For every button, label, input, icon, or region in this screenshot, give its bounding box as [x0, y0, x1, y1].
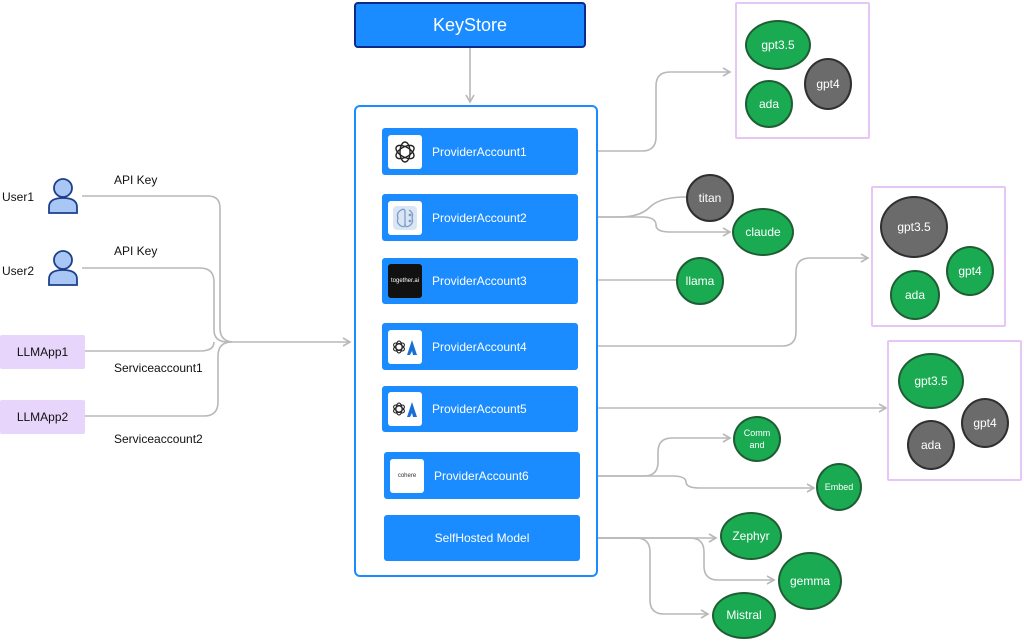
model-node-ada[interactable]: ada [907, 420, 955, 470]
provider-account-5[interactable]: ProviderAccount5 [382, 386, 578, 432]
model-node-mistral[interactable]: Mistral [712, 592, 776, 639]
openai-icon [388, 134, 422, 169]
model-node-gpt35[interactable]: gpt3.5 [745, 20, 811, 70]
user2-label: User2 [2, 264, 35, 278]
api-key-label: API Key [114, 173, 158, 187]
model-node-command[interactable]: Comm and [733, 416, 781, 462]
azure-openai-icon [388, 329, 422, 364]
api-key-label: API Key [114, 244, 158, 258]
model-node-gpt35[interactable]: gpt3.5 [898, 353, 964, 409]
provider-account-label: ProviderAccount1 [432, 144, 527, 159]
selfhosted-model[interactable]: SelfHosted Model [384, 515, 580, 561]
provider-account-2[interactable]: ProviderAccount2 [382, 194, 578, 241]
user-icon [48, 178, 78, 214]
model-node-zephyr[interactable]: Zephyr [720, 512, 782, 560]
provider-account-6[interactable]: cohere ProviderAccount6 [384, 452, 580, 499]
user-icon [48, 250, 78, 286]
together-ai-icon: together.ai [388, 264, 422, 298]
model-node-claude[interactable]: claude [732, 208, 794, 256]
provider-account-label: ProviderAccount3 [432, 274, 527, 288]
provider-account-label: ProviderAccount2 [432, 210, 527, 225]
provider-account-4[interactable]: ProviderAccount4 [382, 323, 578, 370]
serviceaccount1-label: Serviceaccount1 [114, 361, 203, 375]
llmapp1-label: LLMApp1 [16, 345, 69, 359]
model-node-embed[interactable]: Embed [816, 463, 862, 511]
llmapp2-label: LLMApp2 [16, 410, 69, 424]
keystore-box[interactable]: KeyStore [354, 2, 586, 48]
provider-account-label: ProviderAccount5 [432, 402, 527, 416]
provider-account-3[interactable]: together.ai ProviderAccount3 [382, 258, 578, 304]
cohere-icon: cohere [390, 458, 424, 493]
llmapp2-box[interactable]: LLMApp2 [0, 400, 85, 434]
provider-account-label: ProviderAccount6 [434, 468, 529, 483]
selfhosted-label: SelfHosted Model [434, 531, 530, 545]
model-node-ada[interactable]: ada [890, 270, 940, 320]
user1-label: User1 [2, 190, 35, 204]
model-node-gpt4[interactable]: gpt4 [946, 246, 994, 296]
model-node-gpt35[interactable]: gpt3.5 [880, 196, 948, 258]
model-node-llama[interactable]: llama [676, 257, 724, 305]
serviceaccount2-label: Serviceaccount2 [114, 432, 203, 446]
model-node-titan[interactable]: titan [686, 174, 734, 222]
bedrock-icon [388, 200, 422, 235]
model-node-gpt4[interactable]: gpt4 [961, 398, 1009, 448]
model-node-ada[interactable]: ada [745, 80, 793, 128]
azure-openai-icon [388, 392, 422, 426]
model-node-gpt4[interactable]: gpt4 [804, 58, 852, 110]
keystore-title: KeyStore [432, 14, 508, 35]
model-node-gemma[interactable]: gemma [778, 552, 842, 610]
provider-account-label: ProviderAccount4 [432, 339, 527, 354]
llmapp1-box[interactable]: LLMApp1 [0, 335, 85, 369]
provider-account-1[interactable]: ProviderAccount1 [382, 128, 578, 175]
